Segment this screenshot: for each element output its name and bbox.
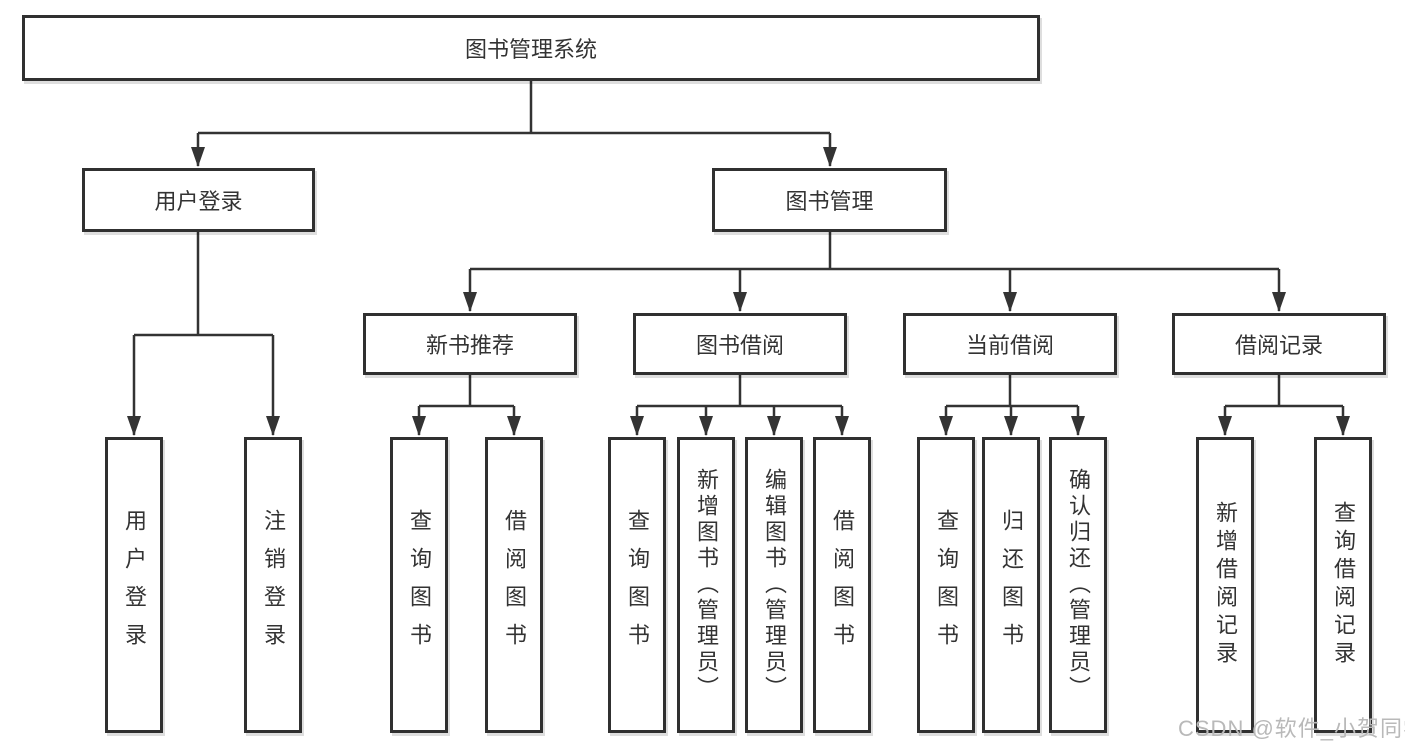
leaf-return-book: 归还图书 [982,437,1040,733]
node-borrow-record-label: 借阅记录 [1234,333,1323,358]
node-current-borrow: 当前借阅 [903,313,1117,375]
leaf-borrow-book-1-label: 借阅图书 [502,509,527,661]
node-book-management-label: 图书管理 [785,189,874,214]
node-user-login-label: 用户登录 [154,189,243,214]
leaf-confirm-return-admin: 确认归还（管理员） [1049,437,1107,733]
leaf-query-book-1: 查询图书 [390,437,448,733]
leaf-user-login-label: 用户登录 [122,509,147,661]
node-root: 图书管理系统 [22,15,1040,81]
leaf-query-book-1-label: 查询图书 [407,509,432,661]
leaf-query-borrow-record-label: 查询借阅记录 [1331,501,1356,669]
leaf-add-book-admin: 新增图书（管理员） [677,437,735,733]
node-book-borrow: 图书借阅 [633,313,847,375]
node-current-borrow-label: 当前借阅 [965,333,1054,358]
leaf-query-book-2-label: 查询图书 [625,509,650,661]
leaf-return-book-label: 归还图书 [999,509,1024,661]
node-new-book-recommend-label: 新书推荐 [425,333,514,358]
node-book-borrow-label: 图书借阅 [695,333,784,358]
leaf-query-book-2: 查询图书 [608,437,666,733]
csdn-watermark: CSDN @软件_小贺同学 [1178,716,1405,741]
leaf-borrow-book-1: 借阅图书 [485,437,543,733]
leaf-query-book-3: 查询图书 [917,437,975,733]
leaf-query-book-3-label: 查询图书 [934,509,959,661]
leaf-edit-book-admin-label: 编辑图书（管理员） [762,468,787,702]
leaf-confirm-return-admin-label: 确认归还（管理员） [1066,468,1091,702]
node-borrow-record: 借阅记录 [1172,313,1386,375]
leaf-add-borrow-record-label: 新增借阅记录 [1213,501,1238,669]
leaf-query-borrow-record: 查询借阅记录 [1314,437,1372,733]
leaf-logout: 注销登录 [244,437,302,733]
leaf-logout-label: 注销登录 [261,509,286,661]
node-user-login: 用户登录 [82,168,315,232]
leaf-edit-book-admin: 编辑图书（管理员） [745,437,803,733]
leaf-borrow-book-2-label: 借阅图书 [830,509,855,661]
leaf-add-book-admin-label: 新增图书（管理员） [694,468,719,702]
leaf-add-borrow-record: 新增借阅记录 [1196,437,1254,733]
node-book-management: 图书管理 [712,168,947,232]
node-new-book-recommend: 新书推荐 [363,313,577,375]
node-root-label: 图书管理系统 [464,37,597,62]
leaf-borrow-book-2: 借阅图书 [813,437,871,733]
leaf-user-login: 用户登录 [105,437,163,733]
